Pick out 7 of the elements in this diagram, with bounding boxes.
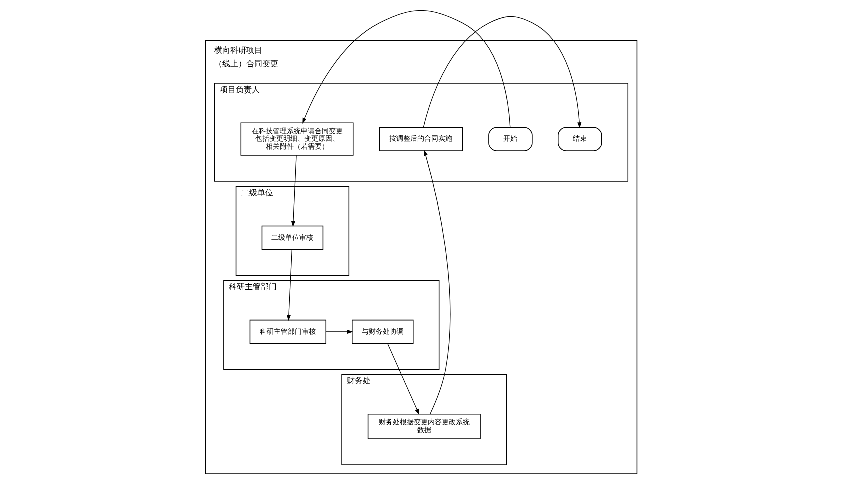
arrow bbox=[423, 16, 582, 128]
arrow bbox=[302, 10, 511, 128]
arrow bbox=[286, 249, 292, 322]
arrow bbox=[388, 343, 420, 416]
arrow bbox=[424, 150, 451, 415]
arrow bbox=[326, 330, 354, 334]
arrow bbox=[291, 155, 297, 228]
